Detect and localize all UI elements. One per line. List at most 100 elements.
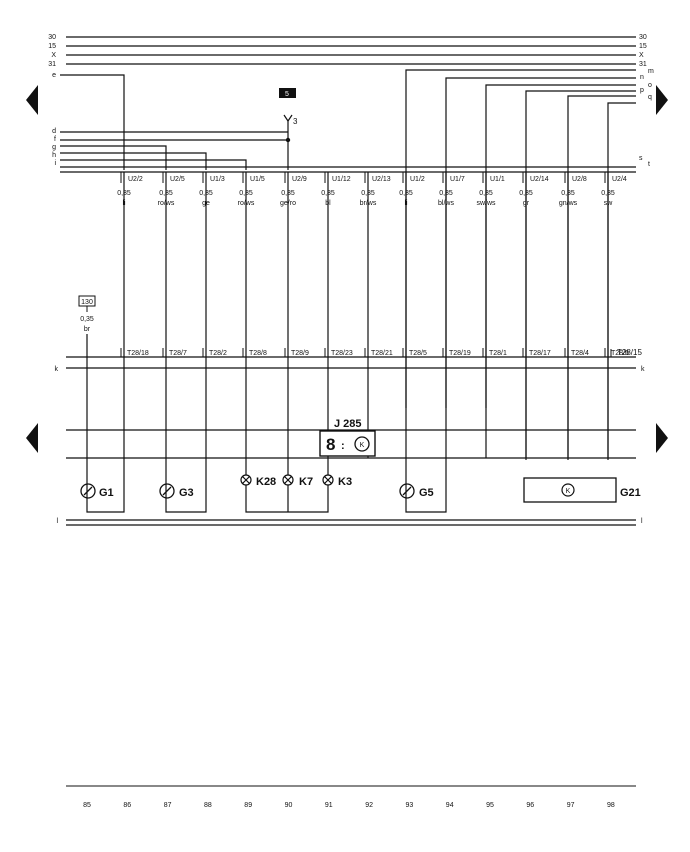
wire-connector-top: U1/5 (250, 176, 265, 183)
wire-connector-top: U1/12 (332, 176, 351, 183)
wire-connector-top: U2/13 (372, 176, 391, 183)
bus-label-o: o (648, 82, 652, 89)
wire-connector-top: U1/7 (450, 176, 465, 183)
wire-connector-bottom: T28/1 (489, 350, 507, 357)
clock-icon (354, 436, 370, 452)
wire-connector-bottom: T28/23 (331, 350, 353, 357)
track-number: 89 (244, 802, 252, 809)
track-number: 87 (164, 802, 172, 809)
extra-wire-size: 0,35 (80, 316, 94, 323)
track-number: 94 (446, 802, 454, 809)
extra-wire-color: br (84, 326, 91, 333)
component-g5: G5 (399, 458, 447, 513)
page-prev-arrow-icon[interactable] (26, 85, 38, 115)
wire-size: 0,35 (519, 190, 533, 197)
bus-label-d: d (52, 128, 56, 135)
wire-color: ge/ro (280, 200, 296, 207)
wire-connector-top: U1/2 (410, 176, 425, 183)
wire-connector-top: U1/3 (210, 176, 225, 183)
power-buses (66, 36, 636, 65)
wire-color: li (404, 200, 408, 207)
component-g1: G1 (80, 458, 125, 513)
wire-connector-bottom: T28/19 (449, 350, 471, 357)
wire-size: 0,35 (479, 190, 493, 197)
track-number: 90 (285, 802, 293, 809)
track-number: 88 (204, 802, 212, 809)
bus-label-f: f (54, 136, 56, 143)
gauge-icon (80, 483, 96, 499)
component-label-g3: G3 (179, 487, 194, 499)
track-number: 93 (406, 802, 414, 809)
extra-wire-conn: 130 (81, 299, 93, 306)
track-number: 86 (123, 802, 131, 809)
splice-dot (285, 137, 291, 143)
bus-label-31-left: 31 (48, 61, 56, 68)
section-prev-arrow-icon[interactable] (26, 423, 38, 453)
wire-connector-top: U2/4 (612, 176, 627, 183)
wire-connector-bottom: T28/6 (611, 350, 629, 357)
wire-connector-bottom: T28/7 (169, 350, 187, 357)
connector-row-bottom (66, 356, 636, 526)
wire-connector-bottom: T28/9 (291, 350, 309, 357)
wire-connector-bottom: T28/4 (571, 350, 589, 357)
bus-label-p: p (640, 87, 644, 94)
svg-text::: : (341, 440, 345, 452)
component-label-k7: K7 (299, 476, 313, 488)
wire-color: sw/ws (476, 200, 496, 207)
wire-connector-bottom: T28/17 (529, 350, 551, 357)
bus-label-31-right: 31 (639, 61, 647, 68)
svg-text:K: K (566, 488, 571, 495)
track-number: 91 (325, 802, 333, 809)
wire-color: ro/ws (238, 200, 255, 207)
track-number: 97 (567, 802, 575, 809)
clock-symbol: K (360, 442, 365, 449)
wire-color: gr (523, 200, 530, 207)
ground-label-right: k (641, 366, 645, 373)
bus-label-g: g (52, 144, 56, 151)
wire-color: bl/ws (438, 200, 454, 207)
fuse-marker (279, 88, 296, 98)
bus-label-x-right: X (639, 52, 644, 59)
section-next-arrow-icon[interactable] (656, 423, 668, 453)
wire-color: ro/ws (158, 200, 175, 207)
wire-size: 0,35 (601, 190, 615, 197)
track-number: 95 (486, 802, 494, 809)
wire-connector-bottom: T28/5 (409, 350, 427, 357)
wire-columns: U2/20,35liT28/18U2/50,35ro/wsT28/7U1/30,… (117, 172, 629, 458)
component-g21: K G21 (523, 477, 641, 503)
bus-label-30-left: 30 (48, 34, 56, 41)
wire-connector-bottom: T28/21 (371, 350, 393, 357)
wire-connector-bottom: T28/8 (249, 350, 267, 357)
wire-connector-top: U1/1 (490, 176, 505, 183)
ground-label-left: k (55, 366, 59, 373)
fuse-tap: 3 (293, 117, 298, 126)
last-bottom-connector: T28/15 (617, 348, 642, 357)
bus-label-n: n (640, 74, 644, 81)
digital-display-digit: 8 (326, 435, 335, 454)
wire-size: 0,35 (239, 190, 253, 197)
bus-label-15-left: 15 (48, 43, 56, 50)
page-next-arrow-icon[interactable] (656, 85, 668, 115)
bus-labels-left: 30 15 X 31 e d f g h i (48, 34, 56, 167)
bottom-label-left: l (56, 518, 58, 525)
bus-label-x-left: X (51, 52, 56, 59)
wire-connector-top: U2/14 (530, 176, 549, 183)
wire-color: gn/ws (559, 200, 578, 207)
wire-size: 0,35 (439, 190, 453, 197)
bus-label-q: q (648, 94, 652, 101)
wire-size: 0,35 (561, 190, 575, 197)
wire-size: 0,35 (321, 190, 335, 197)
wire-color: li (122, 200, 126, 207)
wire-size: 0,35 (361, 190, 375, 197)
control-unit-label: J 285 (334, 418, 362, 430)
bus-label-15-right: 15 (639, 43, 647, 50)
